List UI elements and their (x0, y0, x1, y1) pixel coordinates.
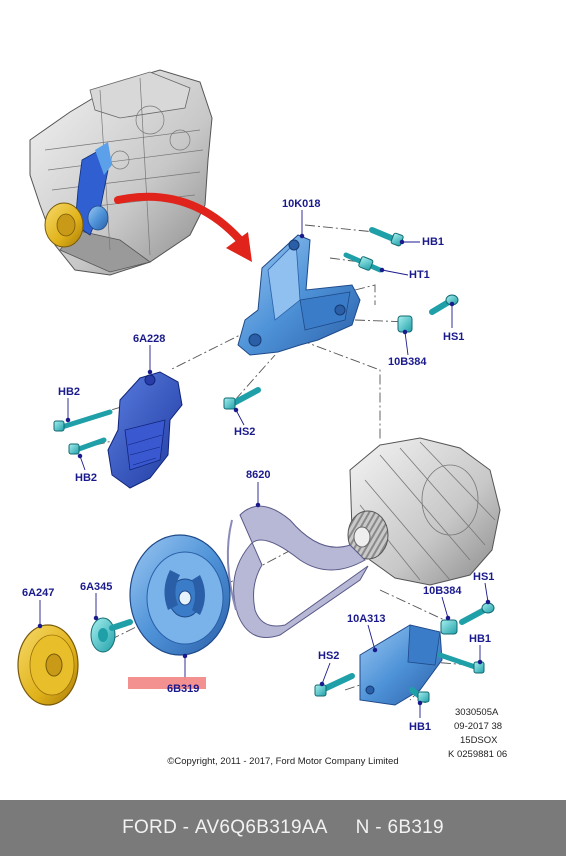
label-6a345[interactable]: 6A345 (80, 581, 113, 593)
bolt-hb2-bottom-icon (68, 437, 107, 455)
info-line-2: 09-2017 38 (454, 721, 503, 732)
label-hb2-bottom[interactable]: HB2 (75, 472, 98, 484)
part-number-footer: FORD - AV6Q6B319AA N - 6B319 (0, 800, 566, 856)
bushing-10b384-top-icon (397, 315, 413, 333)
stud-ht1-icon (343, 252, 383, 273)
damper-6a247 (17, 624, 79, 706)
label-hb1-bottom[interactable]: HB1 (409, 721, 432, 733)
label-hs2-mid[interactable]: HS2 (234, 426, 256, 438)
mounting-bracket-10k018 (237, 234, 361, 356)
label-hs1-top[interactable]: HS1 (443, 331, 465, 343)
footer-reference: N - 6B319 (355, 817, 444, 838)
bolt-hs2-bottom-icon (314, 673, 355, 697)
leader-lines (37, 210, 491, 718)
bolt-hs1-bottom-icon (459, 602, 495, 625)
label-hb2-top[interactable]: HB2 (58, 386, 81, 398)
red-arrow-icon (114, 192, 252, 262)
label-hb1-bottom-right[interactable]: HB1 (469, 633, 492, 645)
lower-bracket-10a313 (359, 624, 443, 706)
crankshaft-pulley-6b319 (129, 534, 231, 656)
footer-separator: - (177, 817, 195, 838)
tensioner-6a228 (107, 371, 183, 489)
label-hb1-top[interactable]: HB1 (422, 236, 445, 248)
engine-overview (29, 69, 213, 276)
bolt-hb1-top-icon (369, 227, 404, 247)
target-part-highlight (128, 677, 206, 689)
label-6b319[interactable]: 6B319 (167, 683, 200, 695)
label-10b384-top[interactable]: 10B384 (388, 356, 427, 368)
label-6a228[interactable]: 6A228 (133, 333, 166, 345)
label-6a247[interactable]: 6A247 (22, 587, 55, 599)
bolt-hb1-bottom-right-icon (437, 652, 485, 674)
bolt-hs2-mid-icon (223, 387, 261, 410)
label-hs2-bottom[interactable]: HS2 (318, 650, 340, 662)
damper-hub-6a345 (90, 617, 133, 653)
footer-gap (328, 817, 356, 839)
footer-brand: FORD (122, 817, 178, 838)
drive-belt-8620 (226, 505, 369, 638)
label-8620[interactable]: 8620 (246, 469, 271, 481)
label-10a313[interactable]: 10A313 (347, 613, 386, 625)
footer-part-number: AV6Q6B319AA (194, 817, 328, 838)
bolt-hb1-bottom-icon (409, 687, 430, 703)
label-10b384-bottom[interactable]: 10B384 (423, 585, 462, 597)
bushing-10b384-bottom-icon (440, 619, 458, 635)
label-ht1[interactable]: HT1 (409, 269, 430, 281)
bolt-hs1-top-icon (429, 294, 459, 315)
info-line-4: K 0259881 06 (448, 749, 508, 760)
info-line-1: 3030505A (455, 707, 499, 718)
info-line-3: 15DSOX (460, 735, 498, 746)
copyright-text: ©Copyright, 2011 - 2017, Ford Motor Comp… (167, 756, 399, 767)
exploded-parts-diagram (17, 69, 501, 718)
label-hs1-bottom[interactable]: HS1 (473, 571, 495, 583)
bolt-hb2-top-icon (53, 409, 113, 432)
label-10k018[interactable]: 10K018 (282, 198, 321, 210)
alternator (347, 437, 501, 586)
